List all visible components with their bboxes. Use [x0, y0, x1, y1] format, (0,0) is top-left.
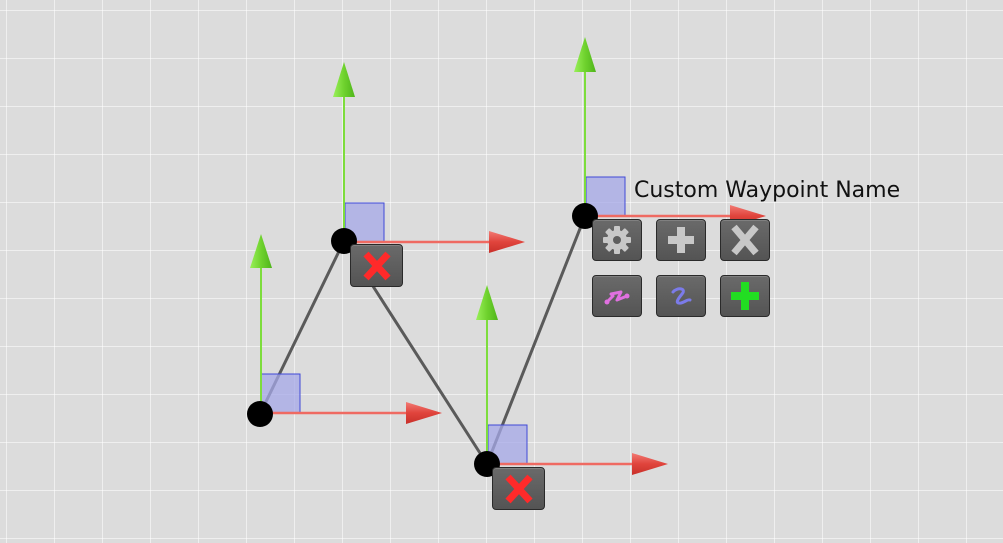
waypoint-2-handle[interactable] [331, 62, 525, 254]
plus-icon [668, 227, 694, 253]
y-axis-arrow[interactable] [476, 285, 498, 320]
waypoint-settings-button[interactable] [592, 219, 642, 261]
plus-icon [731, 282, 759, 310]
x-axis-arrow[interactable] [406, 402, 442, 424]
y-axis-arrow[interactable] [574, 37, 596, 72]
delete-waypoint-3-button[interactable] [492, 467, 545, 510]
delete-x-icon [504, 474, 533, 503]
delete-x-icon [362, 251, 391, 280]
smooth-curve-icon [671, 287, 692, 305]
delete-waypoint-2-button[interactable] [350, 244, 403, 287]
x-axis-arrow[interactable] [632, 453, 668, 475]
add-waypoint-button[interactable] [720, 275, 770, 317]
y-axis-arrow[interactable] [333, 62, 355, 97]
waypoint-1-handle[interactable] [247, 234, 442, 427]
x-axis-arrow[interactable] [489, 231, 525, 253]
waypoint-node[interactable] [572, 203, 598, 229]
waypoint-name-label: Custom Waypoint Name [634, 178, 901, 203]
curve-icon [604, 290, 630, 305]
waypoint-node[interactable] [247, 401, 273, 427]
smooth-curve-button[interactable] [656, 275, 706, 317]
remove-waypoint-button[interactable] [720, 219, 770, 261]
x-icon [731, 224, 759, 256]
linear-curve-button[interactable] [592, 275, 642, 317]
gear-icon [603, 226, 631, 254]
waypoint-path-line [258, 215, 587, 466]
y-axis-arrow[interactable] [250, 234, 272, 268]
insert-waypoint-button[interactable] [656, 219, 706, 261]
